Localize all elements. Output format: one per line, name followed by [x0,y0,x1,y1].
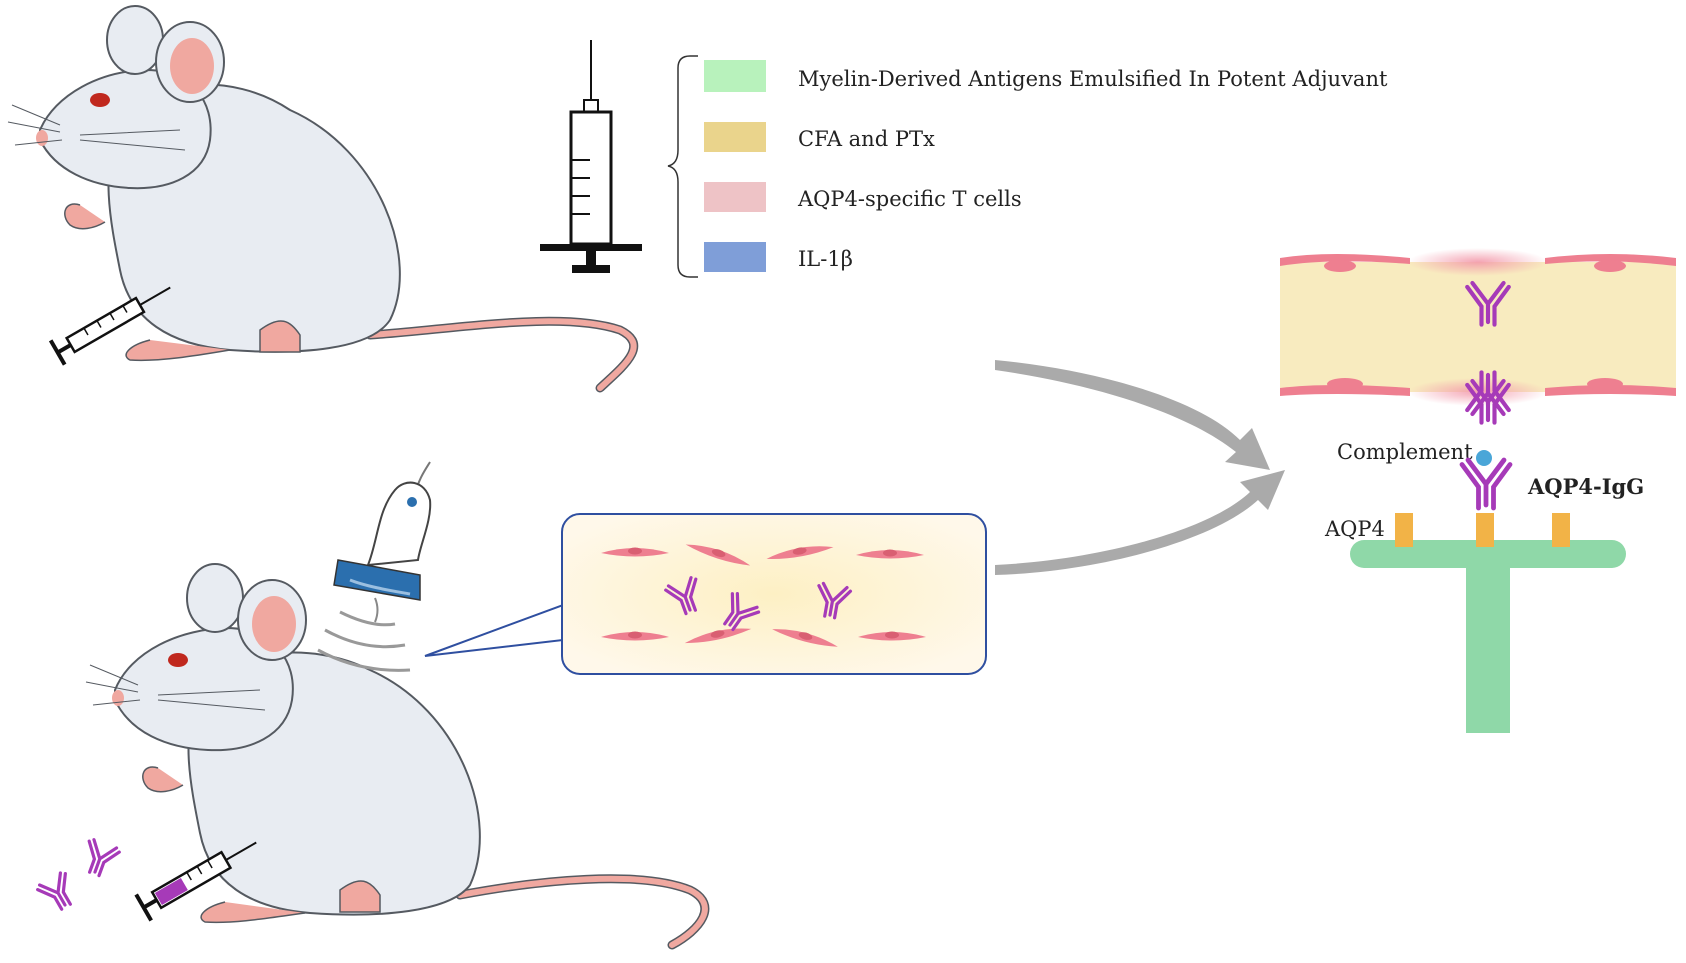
ultrasound-probe-icon [317,461,432,672]
vessel-callout [424,513,987,675]
legend-label-il1b: IL-1β [798,247,853,271]
syringe-icon [540,40,642,273]
legend-label-myelin: Myelin-Derived Antigens Emulsified In Po… [798,67,1388,91]
blood-vessel [1280,248,1676,423]
mouse-top [7,5,639,393]
mouse-bottom [85,563,710,950]
legend-bracket [667,55,698,278]
legend-swatch-cfa [704,122,766,152]
label-aqp4-igg: AQP4-IgG [1527,474,1644,499]
label-complement: Complement [1337,440,1473,464]
legend: Myelin-Derived Antigens Emulsified In Po… [704,60,1388,272]
aqp4-channel [1552,513,1570,547]
complement-dot [1476,450,1492,466]
legend-label-cfa: CFA and PTx [798,127,935,151]
syringe-icon [134,841,257,922]
aqp4-channel [1395,513,1413,547]
aqp4-channel [1476,513,1494,547]
legend-swatch-tcells [704,182,766,212]
antibody-icon [1462,460,1510,508]
eye [168,653,188,667]
legend-swatch-myelin [704,60,766,92]
antibody-icon [34,836,122,917]
legend-swatch-il1b [704,242,766,272]
astrocyte-endfoot [1350,513,1626,733]
legend-label-tcells: AQP4-specific T cells [797,187,1022,211]
syringe-icon [48,286,171,366]
label-aqp4: AQP4 [1324,517,1385,541]
convergence-arrows [995,360,1285,575]
eye [90,93,110,107]
